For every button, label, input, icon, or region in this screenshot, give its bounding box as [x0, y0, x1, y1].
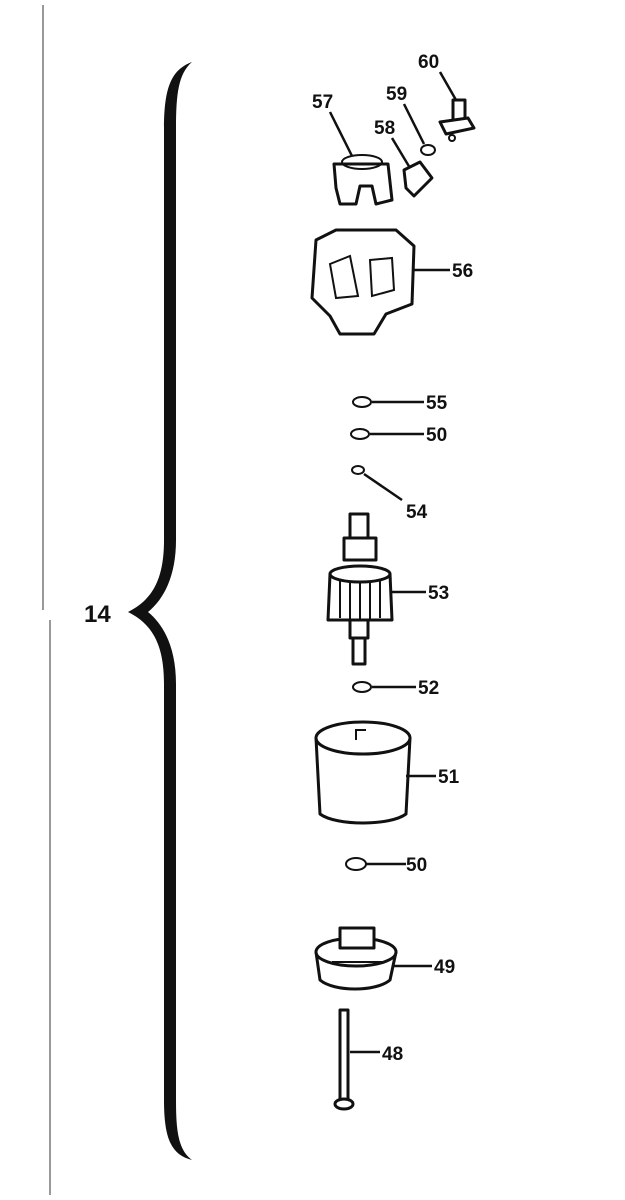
- part-number-label: 53: [428, 583, 449, 604]
- part-60-terminal: 60: [418, 52, 476, 142]
- part-57-brush-holder: 57: [312, 92, 394, 206]
- part-51-field-shell: 51: [314, 720, 460, 825]
- part-48-through-bolt: 48: [333, 1008, 403, 1111]
- part-56-housing: 56: [310, 228, 473, 336]
- part-number-label: 60: [418, 52, 439, 73]
- part-50-washer-lower: 50: [345, 855, 427, 876]
- part-50-washer-upper: 50: [350, 425, 447, 446]
- part-number-label: 50: [426, 425, 447, 446]
- part-58-brush: 58: [374, 118, 434, 198]
- part-number-label: 51: [438, 767, 460, 788]
- part-number-label: 54: [406, 502, 428, 523]
- part-54-spring-washer: 54: [351, 465, 428, 523]
- part-number-label: 59: [386, 84, 407, 105]
- part-number-label: 56: [452, 261, 473, 282]
- part-number-label: 57: [312, 92, 333, 113]
- assembly-brace: [128, 62, 192, 1160]
- part-number-label: 58: [374, 118, 395, 139]
- part-52-washer: 52: [352, 678, 439, 699]
- part-number-label: 50: [406, 855, 427, 876]
- part-number-label: 49: [434, 957, 455, 978]
- part-number-label: 55: [426, 393, 448, 414]
- part-59-screw: 59: [386, 84, 436, 156]
- part-number-label: 48: [382, 1044, 403, 1065]
- part-number-label: 52: [418, 678, 439, 699]
- part-53-armature: 53: [326, 512, 449, 666]
- part-55-washer: 55: [352, 393, 448, 414]
- part-49-end-cap: 49: [314, 926, 455, 991]
- assembly-label: 14: [84, 601, 111, 628]
